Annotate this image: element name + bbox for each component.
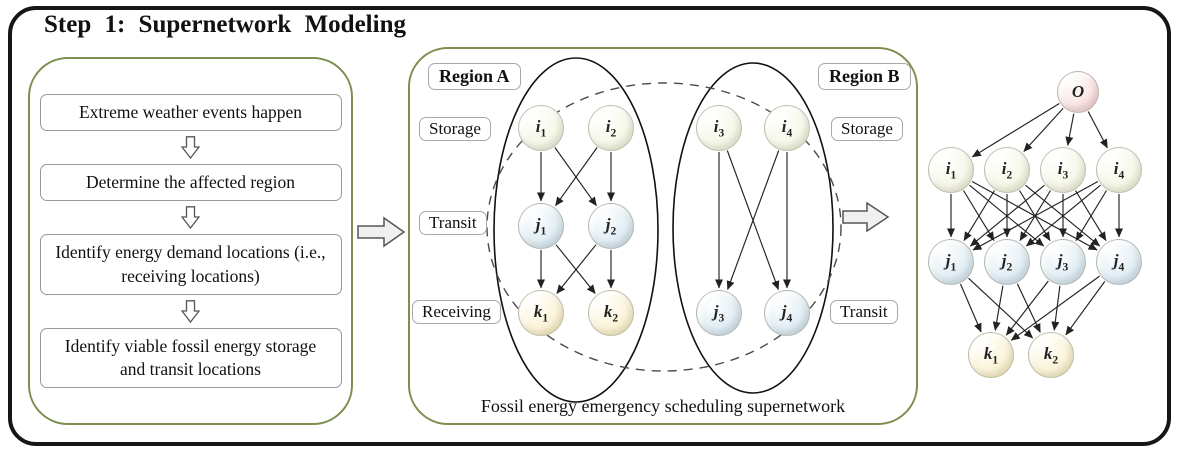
down-arrow-icon	[180, 206, 201, 230]
down-arrow-icon	[180, 299, 201, 323]
row-label-storage-left: Storage	[419, 117, 491, 141]
row-label-transit-left: Transit	[419, 211, 487, 235]
region-a-label: Region A	[428, 63, 521, 90]
region-b-label: Region B	[818, 63, 911, 90]
row-label-storage-right: Storage	[831, 117, 903, 141]
page-title: Step 1: Supernetwork Modeling	[44, 11, 406, 38]
flow-step-1: Extreme weather events happen	[39, 94, 342, 132]
row-label-transit-right: Transit	[830, 300, 898, 324]
flowchart-panel: Extreme weather events happen Determine …	[28, 57, 353, 425]
down-arrow-icon	[180, 136, 201, 160]
row-label-receiving-left: Receiving	[412, 300, 501, 324]
supernetwork-panel	[408, 47, 918, 425]
panel-caption: Fossil energy emergency scheduling super…	[480, 396, 846, 416]
flow-step-4: Identify viable fossil energy storage an…	[39, 327, 342, 388]
flow-step-2: Determine the affected region	[39, 164, 342, 202]
flow-step-3: Identify energy demand locations (i.e., …	[39, 234, 342, 295]
